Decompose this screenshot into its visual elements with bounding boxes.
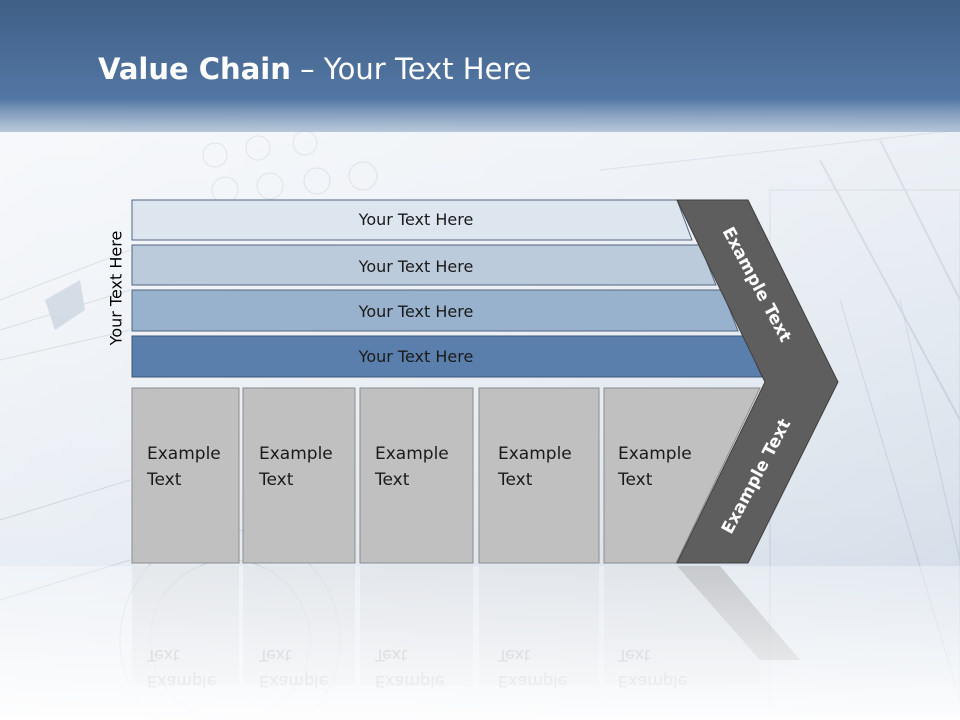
row-label-3: Your Text Here	[358, 302, 474, 321]
box-2-line-1: Example	[259, 444, 333, 464]
title-bold: Value Chain	[98, 52, 291, 86]
reflection-fade	[0, 566, 960, 720]
row-bar-3	[131, 289, 739, 332]
row-bar-4	[131, 335, 763, 378]
activity-box-5	[603, 387, 761, 564]
box-2-line-2: Text	[258, 470, 294, 490]
row-label-1: Your Text Here	[358, 210, 474, 229]
box-1-line-2: Text	[146, 470, 182, 490]
row-bar-2	[131, 244, 717, 286]
box-4-line-1: Example	[498, 444, 572, 464]
box-5-line-2: Text	[617, 470, 653, 490]
box-1-line-1: Example	[147, 444, 221, 464]
row-bar-1	[131, 199, 693, 241]
title-rest: – Your Text Here	[290, 52, 532, 86]
box-3-line-2: Text	[374, 470, 410, 490]
activity-box-4	[478, 387, 600, 564]
side-label: Your Text Here	[106, 230, 126, 346]
activity-box-3	[359, 387, 474, 564]
margin-chevron	[676, 199, 839, 564]
box-5-line-1: Example	[618, 444, 692, 464]
activity-box-1	[131, 387, 240, 564]
slide-title: Value Chain – Your Text Here	[98, 52, 532, 86]
activity-box-2	[242, 387, 356, 564]
row-label-4: Your Text Here	[358, 347, 474, 366]
box-4-line-2: Text	[497, 470, 533, 490]
row-label-2: Your Text Here	[358, 257, 474, 276]
box-3-line-1: Example	[375, 444, 449, 464]
header-band	[0, 0, 960, 132]
